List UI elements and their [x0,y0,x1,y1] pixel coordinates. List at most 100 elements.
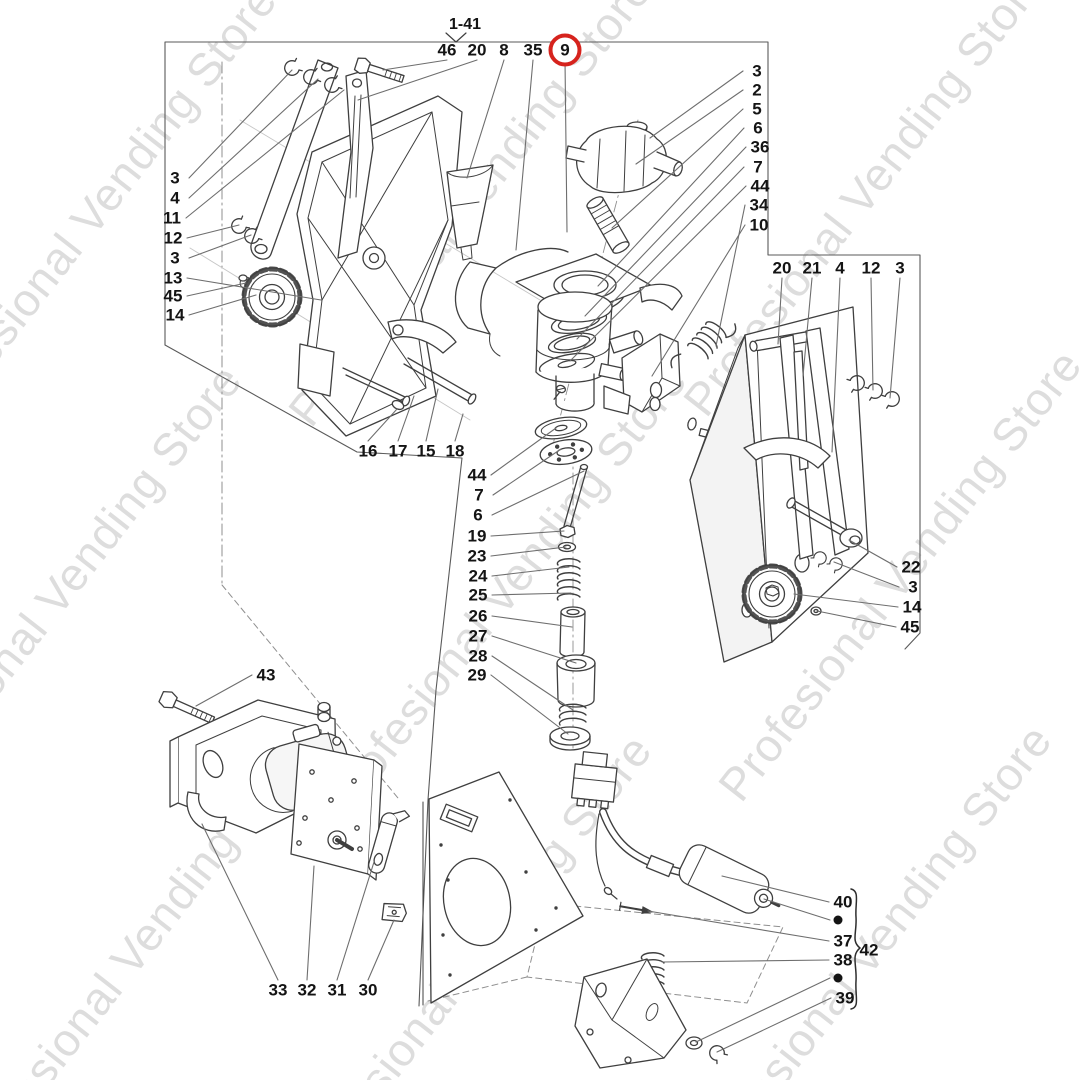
leader-line [833,561,900,588]
left-bracket-assembly [228,57,494,437]
e-clip [228,214,251,237]
leader-line [763,898,831,921]
callout-40: 40 [833,892,853,912]
e-clip [706,1042,729,1065]
callout-20: 20 [467,40,487,60]
leader-line [889,277,901,399]
callout-5: 5 [752,99,762,119]
leader-line [611,108,744,229]
callout-39: 39 [835,988,855,1008]
leader-line [188,234,252,259]
rod [342,367,409,405]
leader-line [661,959,830,963]
callout-13: 13 [163,268,183,288]
callout-24: 24 [468,566,488,586]
bullet-marker [833,915,843,925]
leader-line [651,224,746,377]
hook [186,791,227,832]
callout-11: 11 [163,208,181,228]
group-brace [850,888,861,1010]
callout-26: 26 [468,606,488,626]
leader-line [802,277,813,377]
range-bracket-tick [445,32,467,43]
callout-3: 3 [170,168,180,188]
leader-line [716,997,832,1053]
leader-line [647,910,830,942]
callout-29: 29 [467,665,487,685]
motor-assembly [158,690,584,1006]
leader-line [186,224,240,239]
shaft-rod [403,357,475,403]
leader-line [491,566,570,577]
bracket-housing [574,958,687,1069]
leader-line [188,69,293,179]
leader-line [721,875,830,903]
curved-guard [454,261,497,335]
washer [810,606,822,616]
callout-15: 15 [416,441,436,461]
leader-line [454,413,464,442]
leader-line [490,530,565,537]
callout-16: 16 [358,441,378,461]
callout-32: 32 [297,980,317,1000]
coil-spring [558,703,587,726]
callout-2: 2 [752,80,762,100]
e-clip [881,388,903,410]
chamber-cylinder [535,303,613,373]
plunger-pin [618,901,654,914]
callout-14: 14 [902,597,922,617]
leader-line [491,470,585,516]
callout-7: 7 [474,485,484,505]
leader-line [367,919,395,981]
piston-stack-assembly [534,416,596,751]
sleeve [559,611,586,653]
callout-4: 4 [835,258,845,278]
leader-line [569,185,747,362]
callout-31: 31 [327,980,347,1000]
callout-8: 8 [499,40,509,60]
latch-lever [387,319,457,354]
funnel [446,164,494,249]
callout-7: 7 [753,157,763,177]
callout-12: 12 [861,258,881,278]
latch-lever [743,437,831,469]
callout-21: 21 [802,258,822,278]
leader-line [492,448,562,496]
leader-line [367,408,398,442]
callout-27: 27 [468,626,488,646]
leader-line [831,277,841,453]
knurled-wheel [243,268,301,326]
leader-line [397,395,415,442]
leader-line [715,204,746,347]
leader-line [336,861,375,981]
leader-line [491,615,573,628]
callout-35: 35 [523,40,543,60]
leader-line [816,610,897,628]
callout-12: 12 [163,228,183,248]
callout-19: 19 [467,526,487,546]
threaded-stem [586,196,630,254]
leader-line [777,277,783,345]
assembly-range-label: 1-41 [448,16,482,33]
leader-line [649,70,744,139]
leader-line [186,277,322,301]
callout-25: 25 [468,585,488,605]
leader-line [195,674,253,707]
callout-28: 28 [468,646,488,666]
leader-line [848,539,898,568]
leader-line [425,388,439,442]
callout-44: 44 [750,176,770,196]
callout-17: 17 [388,441,408,461]
leader-line [306,865,315,981]
leader-line [201,823,279,981]
tension-spring [670,321,737,369]
callout-14: 14 [165,305,185,325]
o-ring [547,332,597,354]
seal-ring [549,726,591,746]
leader-line [490,427,557,476]
plate-tab [297,343,335,397]
solenoid-assembly [571,751,781,1069]
callout-6: 6 [473,505,483,525]
callout-6: 6 [753,118,763,138]
